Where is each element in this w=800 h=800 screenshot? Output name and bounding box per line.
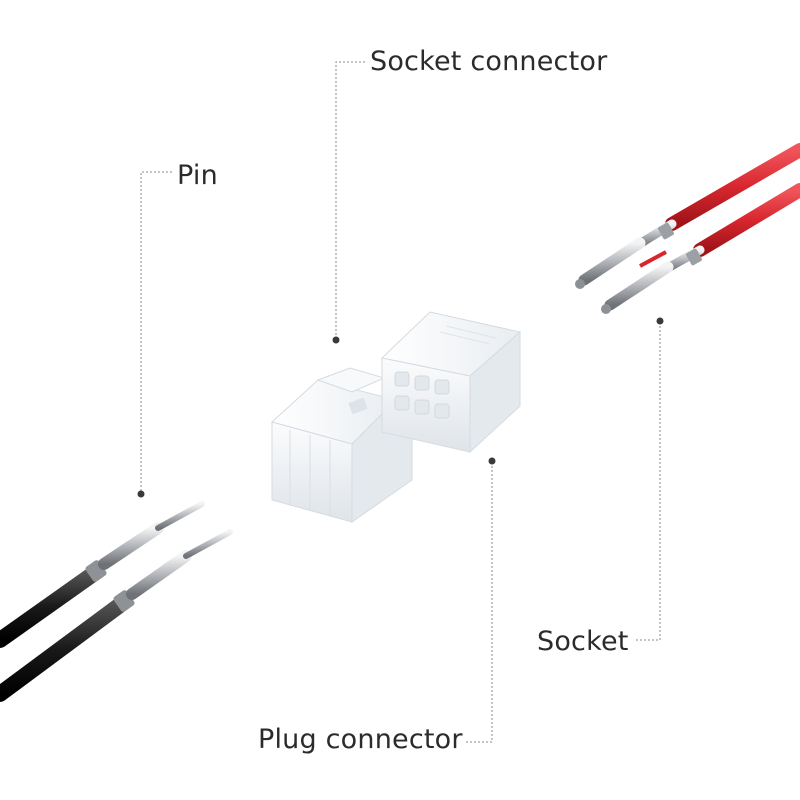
leader-socket-connector: [335, 61, 365, 338]
black-wire-2: [0, 594, 132, 702]
leader-plug-connector: [464, 462, 493, 743]
black-wire-1: [0, 564, 104, 648]
red-wire-1: [665, 143, 800, 231]
leader-dot-socket: [656, 317, 664, 325]
leader-lines: [140, 61, 661, 743]
leader-dot-pin: [137, 490, 145, 498]
leader-pin: [140, 171, 172, 492]
socket-terminal-2: [601, 245, 705, 314]
leader-socket: [636, 322, 661, 641]
socket-terminals-red-wires: [575, 143, 800, 314]
socket-terminal-1: [575, 219, 677, 289]
label-pin: Pin: [177, 160, 218, 191]
leader-dot-socket-connector: [332, 336, 340, 344]
pin-terminal-2: [113, 529, 233, 612]
label-plug-connector: Plug connector: [258, 724, 463, 755]
red-wire-2: [693, 183, 800, 257]
label-socket: Socket: [537, 626, 629, 657]
leader-dots: [137, 317, 664, 498]
pin-terminal-1: [85, 501, 205, 582]
plug-connector-housing: [380, 311, 522, 454]
label-socket-connector: Socket connector: [370, 46, 608, 77]
pin-terminals-black-wires: [0, 501, 233, 702]
leader-dot-plug-connector: [488, 457, 496, 465]
